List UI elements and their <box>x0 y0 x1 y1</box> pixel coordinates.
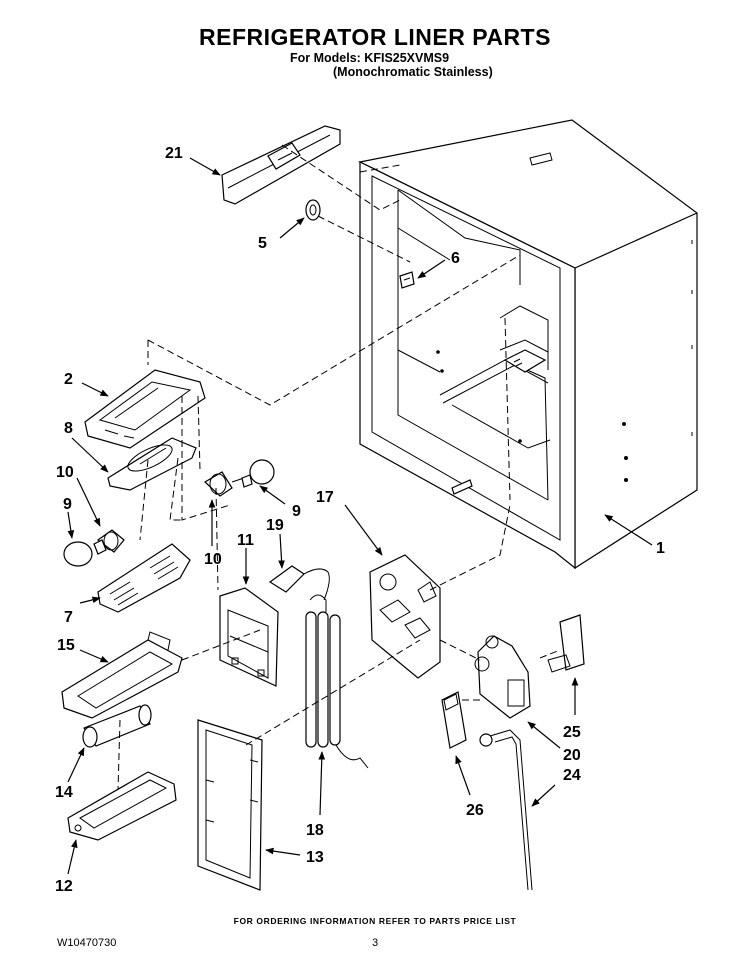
light-housing[interactable] <box>84 369 206 449</box>
callout-11: 11 <box>237 532 254 549</box>
callout-9-right: 9 <box>292 503 301 520</box>
light-bulb-left[interactable] <box>63 539 107 567</box>
light-bulb-right[interactable] <box>241 459 275 488</box>
callout-12: 12 <box>55 878 73 895</box>
callout-7: 7 <box>64 609 73 626</box>
callout-9-left: 9 <box>63 496 72 513</box>
air-duct-cover[interactable] <box>221 125 341 205</box>
valve-clip[interactable] <box>547 614 585 673</box>
ordering-note: FOR ORDERING INFORMATION REFER TO PARTS … <box>233 916 517 926</box>
callout-labels: 21 5 6 2 8 10 9 9 17 1 11 19 10 7 15 25 … <box>55 145 665 895</box>
assembly-lines <box>117 144 561 791</box>
finish-line: (Monochromatic Stainless) <box>333 65 493 79</box>
filter-housing-bracket[interactable] <box>219 587 279 687</box>
callout-5: 5 <box>258 235 267 252</box>
callout-10-left: 10 <box>56 464 74 481</box>
callout-2: 2 <box>64 371 73 388</box>
page-title: REFRIGERATOR LINER PARTS <box>199 24 551 50</box>
page-number: 3 <box>372 937 379 949</box>
light-cover-grille[interactable] <box>97 543 191 613</box>
liner-clip[interactable] <box>399 271 415 289</box>
leader-arrows <box>67 157 653 875</box>
refrigerator-liner[interactable] <box>358 119 698 570</box>
water-valve[interactable] <box>474 635 531 719</box>
models-line: For Models: KFIS25XVMS9 <box>290 51 450 65</box>
callout-13: 13 <box>306 849 324 866</box>
water-filter-cartridge[interactable] <box>82 704 152 748</box>
light-socket-right[interactable] <box>204 471 245 497</box>
light-socket-left[interactable] <box>96 529 125 553</box>
water-tube-assembly[interactable] <box>305 594 369 769</box>
water-inlet-tube[interactable] <box>479 729 533 891</box>
document-number: W10470730 <box>57 937 117 949</box>
callout-1: 1 <box>656 540 665 557</box>
water-filter-head[interactable] <box>61 631 183 719</box>
thermistor[interactable] <box>268 565 330 601</box>
callout-14: 14 <box>55 784 73 801</box>
filter-cover[interactable] <box>67 771 177 841</box>
light-lens[interactable] <box>107 437 197 491</box>
callout-17: 17 <box>316 489 334 506</box>
access-panel[interactable] <box>197 719 263 891</box>
callout-26: 26 <box>466 802 484 819</box>
control-bracket[interactable] <box>369 554 441 679</box>
callout-19: 19 <box>266 517 284 534</box>
callout-8: 8 <box>64 420 73 437</box>
callout-6: 6 <box>451 250 460 267</box>
damper-knob[interactable] <box>305 199 321 221</box>
callout-20: 20 <box>563 747 581 764</box>
callout-15: 15 <box>57 637 75 654</box>
callout-25: 25 <box>563 724 581 741</box>
callout-24: 24 <box>563 767 581 784</box>
callout-10-right: 10 <box>204 551 222 568</box>
callout-21: 21 <box>165 145 183 162</box>
valve-bracket[interactable] <box>441 691 467 749</box>
callout-18: 18 <box>306 822 324 839</box>
